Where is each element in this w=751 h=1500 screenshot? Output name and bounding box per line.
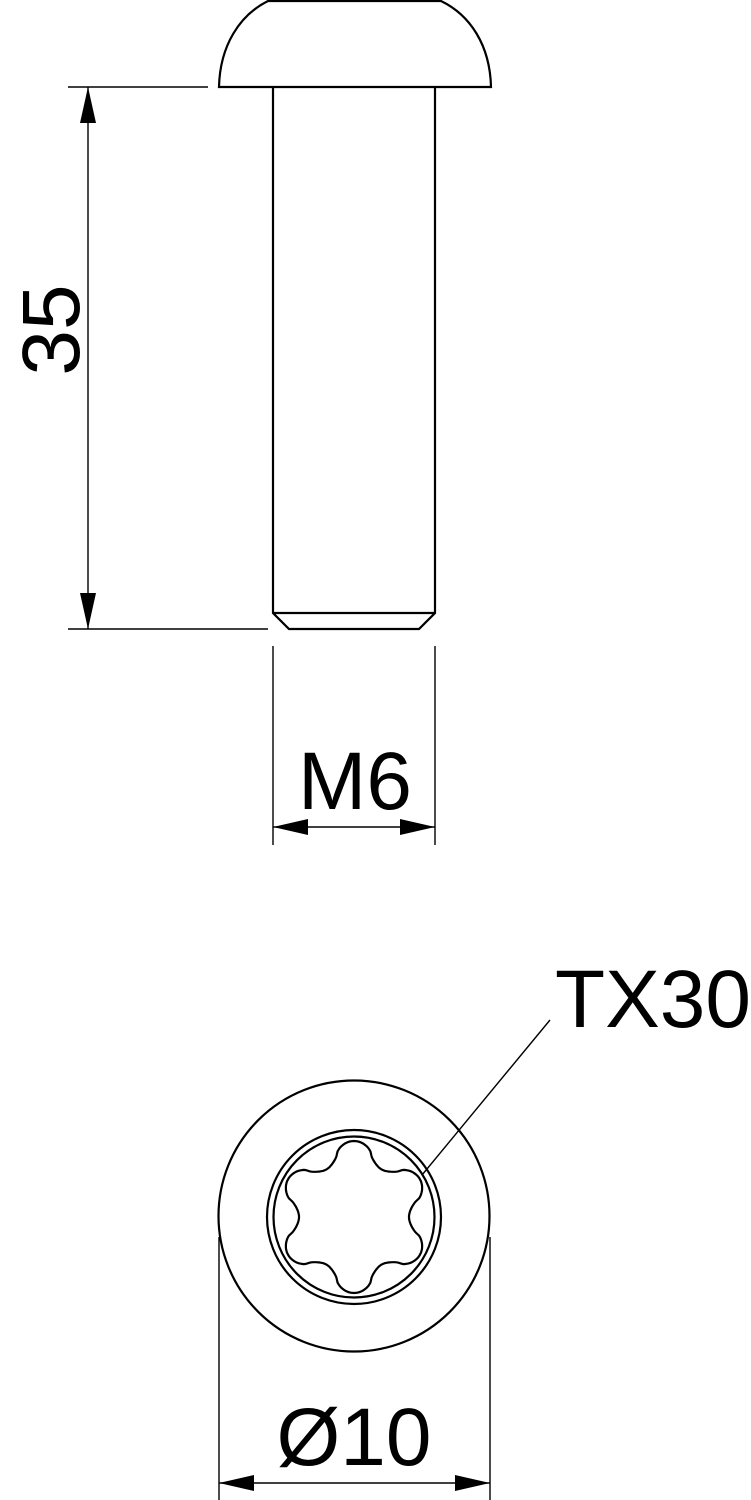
screw-shank (271, 87, 437, 631)
arrow-left-icon (273, 819, 308, 835)
torx-recess-icon (284, 1139, 424, 1295)
arrow-down-icon (80, 593, 96, 629)
drive-label: TX30 (555, 954, 751, 1045)
recess-inner-circle (272, 1135, 436, 1299)
top-view: TX30 (217, 954, 751, 1353)
recess-outer-circle (265, 1128, 443, 1306)
side-view (217, 0, 493, 631)
thread-dimension: M6 (272, 646, 436, 845)
arrow-up-icon (80, 87, 96, 123)
thread-label: M6 (298, 736, 412, 827)
length-dimension: 35 (6, 86, 268, 630)
arrow-right-icon (400, 819, 435, 835)
arrow-left-icon (219, 1475, 254, 1491)
diameter-label: Ø10 (277, 1392, 432, 1483)
screw-head (217, 0, 493, 89)
diameter-dimension: Ø10 (218, 1237, 491, 1500)
head-outline (217, 1079, 491, 1353)
arrow-right-icon (455, 1475, 490, 1491)
leader-line (421, 1019, 551, 1176)
length-label: 35 (6, 284, 97, 375)
